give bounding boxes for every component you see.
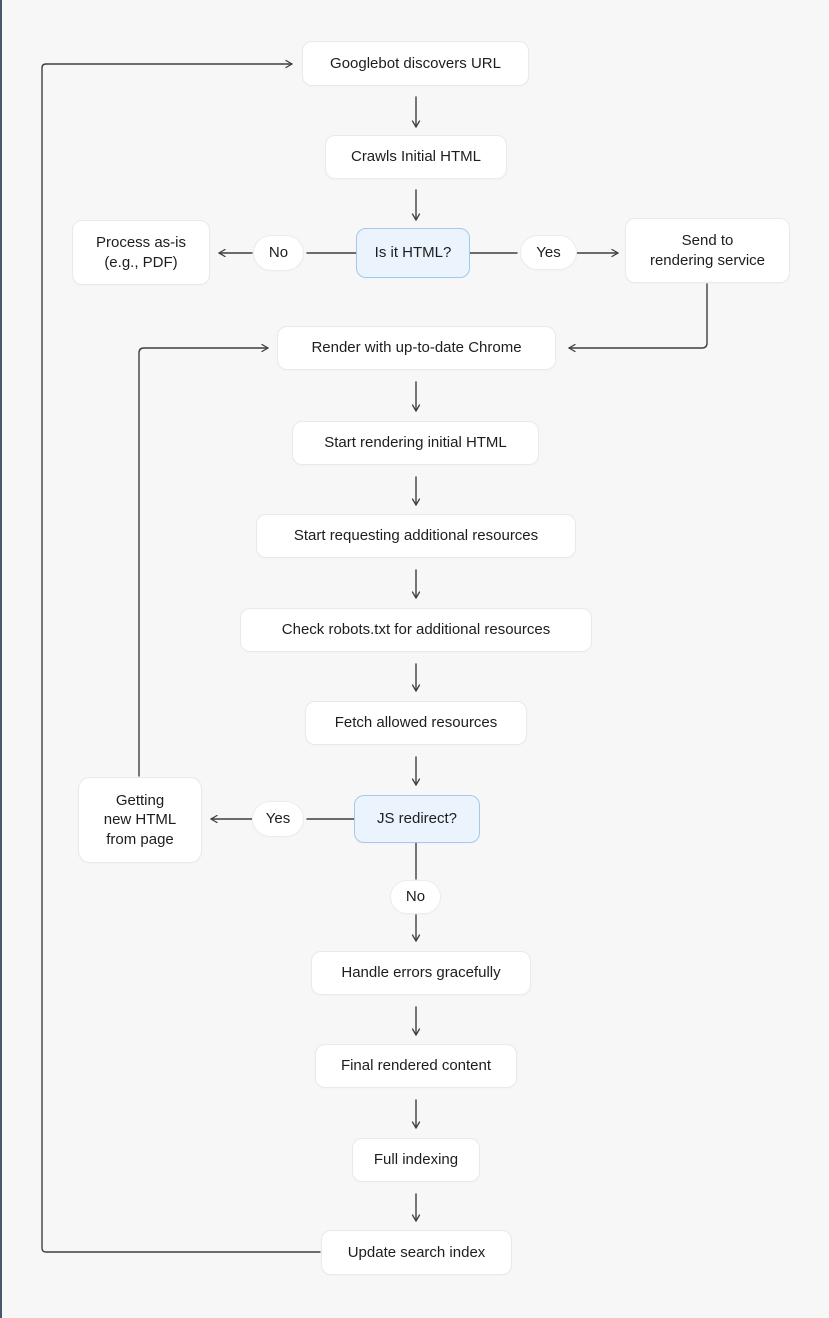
edge-gettinghtml-to-render bbox=[138, 343, 269, 777]
edge-label-no-redirect: No bbox=[390, 880, 441, 914]
node-googlebot-discovers-url: Googlebot discovers URL bbox=[302, 41, 529, 86]
node-update-search-index: Update search index bbox=[321, 1230, 512, 1275]
node-handle-errors-gracefully: Handle errors gracefully bbox=[311, 951, 531, 995]
edge-label-yes-html: Yes bbox=[520, 235, 577, 270]
node-render-with-chrome: Render with up-to-date Chrome bbox=[277, 326, 556, 370]
node-process-as-is: Process as-is (e.g., PDF) bbox=[72, 220, 210, 285]
node-is-it-html: Is it HTML? bbox=[356, 228, 470, 278]
edge-label-no-html: No bbox=[253, 235, 304, 271]
node-fetch-allowed-resources: Fetch allowed resources bbox=[305, 701, 527, 745]
edge-label-yes-redirect: Yes bbox=[252, 801, 304, 837]
node-getting-new-html: Getting new HTML from page bbox=[78, 777, 202, 863]
node-send-to-rendering-service: Send to rendering service bbox=[625, 218, 790, 283]
node-start-requesting-additional-resources: Start requesting additional resources bbox=[256, 514, 576, 558]
node-js-redirect: JS redirect? bbox=[354, 795, 480, 843]
page-left-border bbox=[0, 0, 2, 1318]
node-check-robots-txt: Check robots.txt for additional resource… bbox=[240, 608, 592, 652]
node-start-rendering-initial-html: Start rendering initial HTML bbox=[292, 421, 539, 465]
node-full-indexing: Full indexing bbox=[352, 1138, 480, 1182]
node-crawls-initial-html: Crawls Initial HTML bbox=[325, 135, 507, 179]
edge-send-to-render bbox=[568, 283, 708, 353]
node-final-rendered-content: Final rendered content bbox=[315, 1044, 517, 1088]
